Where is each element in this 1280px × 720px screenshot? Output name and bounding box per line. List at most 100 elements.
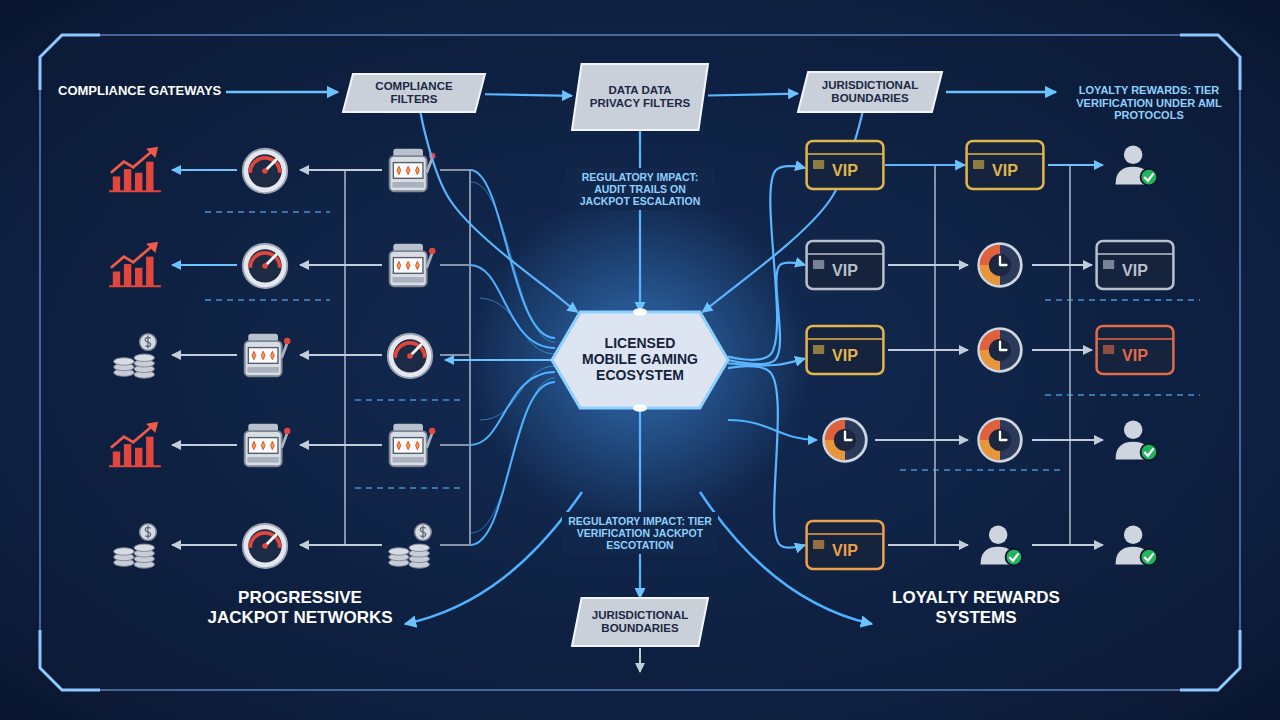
card-stripe [1097, 338, 1174, 340]
hub-link [728, 420, 817, 440]
node-text: VIP [832, 162, 858, 180]
flow-arrow [1048, 164, 1103, 166]
card-stripe [967, 153, 1044, 155]
parallelogram-shape [572, 598, 708, 646]
vip-card: VIP [1095, 325, 1175, 375]
dashed-link [900, 300, 1200, 470]
flow-arrow [172, 444, 237, 446]
coins-icon [389, 524, 432, 568]
coins-icon [114, 524, 157, 568]
hub-port [633, 404, 647, 412]
flow-arrow [1032, 544, 1103, 546]
flow-arrow [1032, 439, 1103, 441]
card-chip [813, 540, 824, 549]
flow-arrow [946, 91, 1056, 94]
gauge-icon [243, 244, 287, 288]
node-text: VIP [992, 162, 1018, 180]
section-title: PROGRESSIVE JACKPOT NETWORKS [200, 588, 400, 627]
flow-arrow [1032, 264, 1092, 266]
node-text: VIP [832, 542, 858, 560]
verified-person-icon [1116, 146, 1158, 186]
card-chip [813, 260, 824, 269]
card-stripe [807, 338, 884, 340]
slot-machine-icon [390, 424, 436, 467]
parallelogram-shape [343, 74, 485, 112]
chart-icon [109, 147, 161, 191]
loyalty-note: LOYALTY REWARDS: TIER VERIFICATION UNDER… [1058, 84, 1240, 122]
connector-arrow [639, 130, 641, 312]
verified-person-icon [1116, 526, 1158, 566]
card-chip [1103, 260, 1114, 269]
parallelogram-shape [572, 64, 708, 130]
flow-arrow [172, 264, 237, 266]
flow-arrow [875, 439, 968, 441]
flow-arrow [445, 359, 552, 361]
node-text: JURISDICTIONAL BOUNDARIES [584, 609, 696, 635]
connector-arrow [420, 112, 577, 312]
gauge-icon [388, 334, 432, 378]
vip-card: VIP [1095, 240, 1175, 290]
vip-card: VIP [965, 140, 1045, 190]
gauge-icon [243, 524, 287, 568]
ecosystem-hub: LICENSED MOBILE GAMING ECOSYSTEM [552, 312, 728, 408]
boundary-box: JURISDICTIONAL BOUNDARIES [798, 72, 942, 112]
connector-arrow [885, 164, 965, 166]
flow-arrow [888, 349, 968, 351]
card-stripe [807, 153, 884, 155]
connector-arrow [728, 366, 805, 548]
verified-person-icon [981, 526, 1023, 566]
flow-arrow [172, 169, 237, 171]
flow-arrow [300, 444, 382, 446]
card-shape [807, 141, 884, 189]
hexagon-shape [552, 312, 728, 408]
connector-arrow [728, 263, 805, 365]
vip-card: VIP [805, 520, 885, 570]
connector-arrow [708, 94, 798, 96]
flow-arrow [300, 544, 382, 546]
frame [40, 35, 1240, 690]
flow-arrow [888, 264, 968, 266]
section-title: LOYALTY REWARDS SYSTEMS [876, 588, 1076, 627]
flow-arrow [172, 544, 237, 546]
flow-arrow [405, 492, 582, 624]
card-chip [973, 160, 984, 169]
flow-arrow [172, 354, 237, 356]
flow-arrow [639, 648, 641, 672]
flow-arrow [300, 264, 382, 266]
card-shape [967, 141, 1044, 189]
bus-line [935, 165, 1070, 545]
node-text: VIP [832, 262, 858, 280]
card-shape [807, 326, 884, 374]
verified-person-icon [1116, 421, 1158, 461]
gateway-label: COMPLIANCE GATEWAYS [58, 84, 226, 99]
filter-box: COMPLIANCE FILTERS [343, 74, 485, 112]
vip-card: VIP [805, 140, 885, 190]
chart-icon [109, 422, 161, 466]
node-text: COMPLIANCE FILTERS [355, 80, 473, 106]
gauge-icon [243, 149, 287, 193]
chart-icon [109, 242, 161, 286]
card-stripe [807, 533, 884, 535]
card-stripe [1097, 253, 1174, 255]
card-chip [813, 160, 824, 169]
clock-icon [979, 329, 1022, 372]
node-text: VIP [832, 347, 858, 365]
card-shape [807, 521, 884, 569]
flow-arrow [226, 91, 338, 94]
slot-machine-icon [245, 334, 291, 377]
flow-arrow [300, 354, 382, 356]
node-text: DATA DATA PRIVACY FILTERS [584, 84, 696, 110]
node-text: VIP [1122, 262, 1148, 280]
slot-machine-icon [390, 149, 436, 192]
clock-icon [979, 419, 1022, 462]
card-stripe [807, 253, 884, 255]
boundary-box: JURISDICTIONAL BOUNDARIES [572, 598, 708, 646]
card-shape [1097, 241, 1174, 289]
vip-card: VIP [805, 240, 885, 290]
clock-icon [979, 244, 1022, 287]
slot-machine-icon [245, 424, 291, 467]
filter-box: DATA DATA PRIVACY FILTERS [572, 64, 708, 130]
flow-arrow [700, 492, 872, 624]
vip-card: VIP [805, 325, 885, 375]
